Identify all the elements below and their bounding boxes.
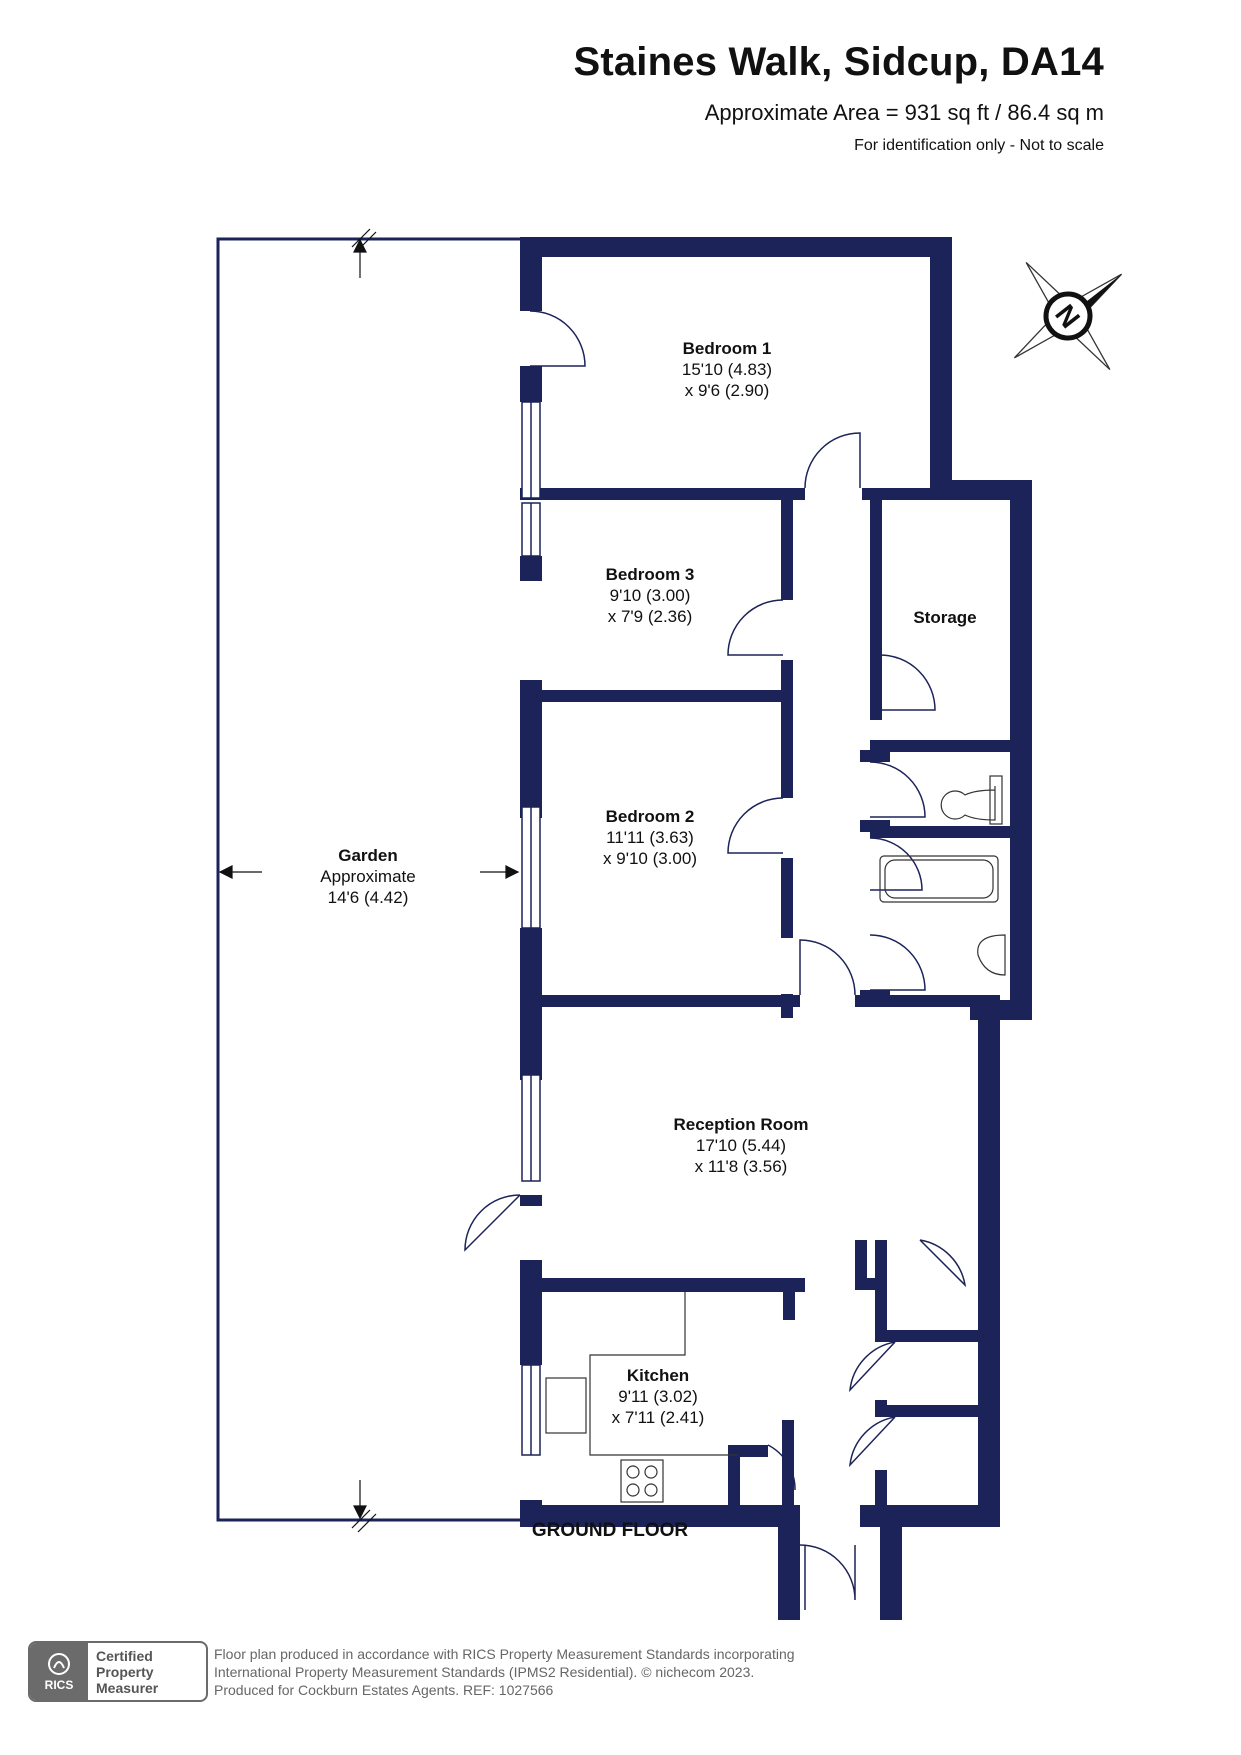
floor-label: GROUND FLOOR — [531, 1520, 689, 1541]
bedroom3-name: Bedroom 3 — [606, 565, 695, 584]
footer-note: Floor plan produced in accordance with R… — [214, 1645, 795, 1699]
scale-note: For identification only - Not to scale — [854, 137, 1104, 154]
bedroom2-dim1: 11'11 (3.63) — [606, 828, 694, 847]
hob-icon — [620, 1459, 664, 1503]
kitchen-dim2: x 7'11 (2.41) — [612, 1408, 705, 1427]
page-title: Staines Walk, Sidcup, DA14 — [573, 40, 1104, 84]
kitchen-name: Kitchen — [627, 1366, 689, 1385]
basin-icon — [977, 934, 1006, 976]
sink-icon — [545, 1377, 587, 1434]
bedroom1-dim2: x 9'6 (2.90) — [685, 381, 770, 400]
windows — [521, 401, 541, 1456]
rics-logo: RICS — [30, 1643, 88, 1700]
bedroom3-dim2: x 7'9 (2.36) — [608, 607, 693, 626]
badge-line3: Measurer — [96, 1679, 159, 1696]
bathroom-fixtures — [879, 775, 1006, 976]
bedroom1-dim1: 15'10 (4.83) — [682, 360, 772, 379]
garden-outline — [216, 237, 524, 1522]
door-swings — [464, 310, 967, 1610]
garden-dim2: 14'6 (4.42) — [328, 888, 409, 907]
walls — [520, 237, 1032, 1620]
room-labels: Bedroom 1 15'10 (4.83) x 9'6 (2.90) Bedr… — [320, 339, 976, 1427]
footer-line3: Produced for Cockburn Estates Agents. RE… — [214, 1682, 554, 1698]
reception-dim2: x 11'8 (3.56) — [695, 1157, 788, 1176]
bedroom2-name: Bedroom 2 — [606, 807, 695, 826]
approximate-area: Approximate Area = 931 sq ft / 86.4 sq m — [704, 100, 1104, 125]
badge-line1: Certified — [96, 1647, 153, 1664]
garden-dim1: Approximate — [320, 867, 415, 886]
rics-org: RICS — [44, 1677, 74, 1692]
rics-emblem-icon — [48, 1652, 70, 1675]
footer-line1: Floor plan produced in accordance with R… — [214, 1646, 795, 1662]
kitchen-counter — [545, 1292, 738, 1503]
badge-line2: Property — [96, 1663, 154, 1680]
bedroom2-dim2: x 9'10 (3.00) — [603, 849, 697, 868]
bath-icon — [879, 855, 999, 903]
bedroom1-name: Bedroom 1 — [683, 339, 772, 358]
garden-name: Garden — [338, 846, 398, 865]
reception-dim1: 17'10 (5.44) — [696, 1136, 786, 1155]
compass-icon — [1013, 261, 1123, 371]
toilet-icon — [940, 786, 996, 821]
kitchen-dim1: 9'11 (3.02) — [618, 1387, 697, 1406]
storage-name: Storage — [913, 608, 976, 627]
rics-badge: RICS Certified Property Measurer — [28, 1641, 208, 1702]
footer-line2: International Property Measurement Stand… — [214, 1664, 755, 1680]
bedroom3-dim1: 9'10 (3.00) — [610, 586, 691, 605]
reception-name: Reception Room — [673, 1115, 808, 1134]
dimension-arrows — [218, 228, 520, 1533]
